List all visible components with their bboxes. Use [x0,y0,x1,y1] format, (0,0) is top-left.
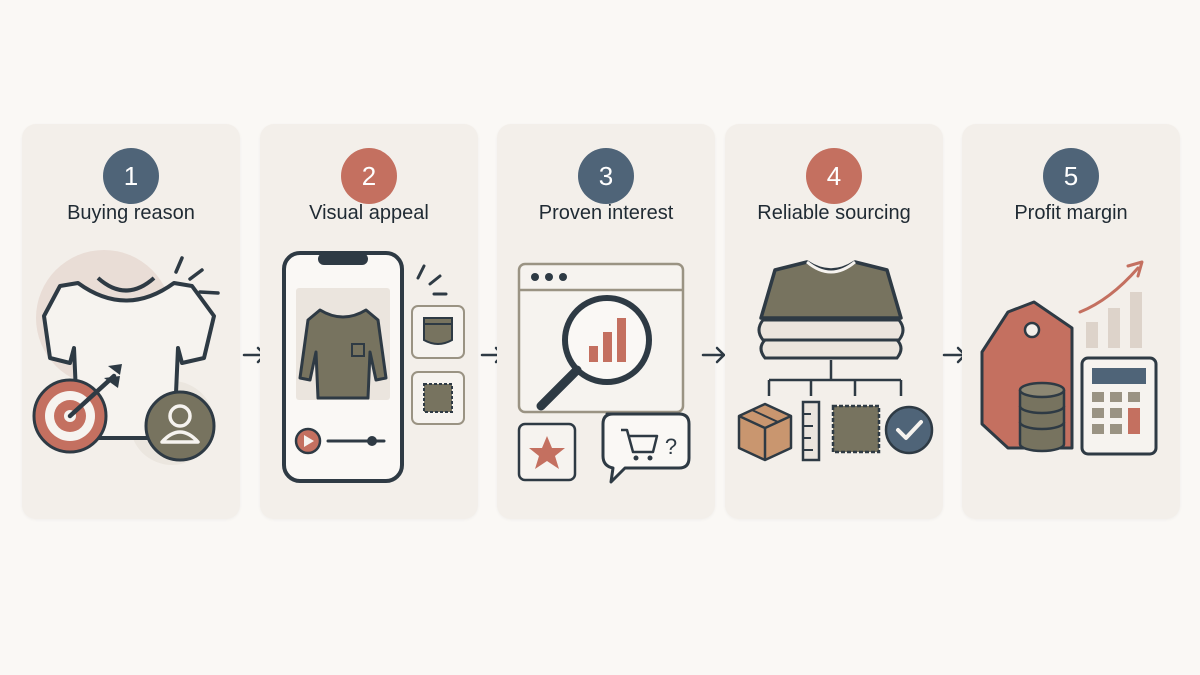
calculator-icon [1080,356,1158,456]
fabric-swatch-icon [831,404,881,454]
coins-icon [1018,381,1066,453]
emphasis-lines-icon [416,264,448,296]
step-number-badge: 4 [806,148,862,204]
magnifier-chart-icon [536,295,652,411]
arrow-right-icon [701,346,726,364]
user-icon [144,390,216,462]
step-illustration [282,251,465,483]
play-icon [294,427,386,455]
growth-chart-icon [1078,260,1144,348]
step-card-4: 4 Reliable sourcing [725,124,943,519]
folded-sweaters-icon [757,260,905,360]
step-number-badge: 3 [578,148,634,204]
step-title: Profit margin [1014,202,1128,224]
connector-lines [767,360,903,396]
step-card-5: 5 Profit margin [962,124,1180,519]
step-card-1: 1 Buying reason [22,124,240,519]
step-title: Reliable sourcing [757,202,911,224]
step-title: Visual appeal [309,202,429,224]
step-number-badge: 2 [341,148,397,204]
ruler-icon [801,400,821,462]
step-illustration: ? [517,262,691,484]
step-card-3: 3 Proven interest ? [497,124,715,519]
step-illustration [980,260,1158,456]
step-number-badge: 5 [1043,148,1099,204]
step-illustration [737,260,934,462]
cart-question-icon: ? [601,412,691,484]
check-icon [884,405,934,455]
box-icon [737,402,793,462]
step-card-2: 2 Visual appeal [260,124,478,519]
step-illustration [32,250,220,465]
sweater-icon [298,308,388,400]
star-icon [517,422,577,482]
step-title: Buying reason [67,202,195,224]
step-number-badge: 1 [103,148,159,204]
target-icon [32,364,122,454]
step-title: Proven interest [538,202,674,224]
fabric-swatch-icon [411,371,465,425]
svg-text:?: ? [665,434,677,459]
pocket-swatch-icon [411,305,465,359]
emphasis-lines-icon [174,256,220,295]
